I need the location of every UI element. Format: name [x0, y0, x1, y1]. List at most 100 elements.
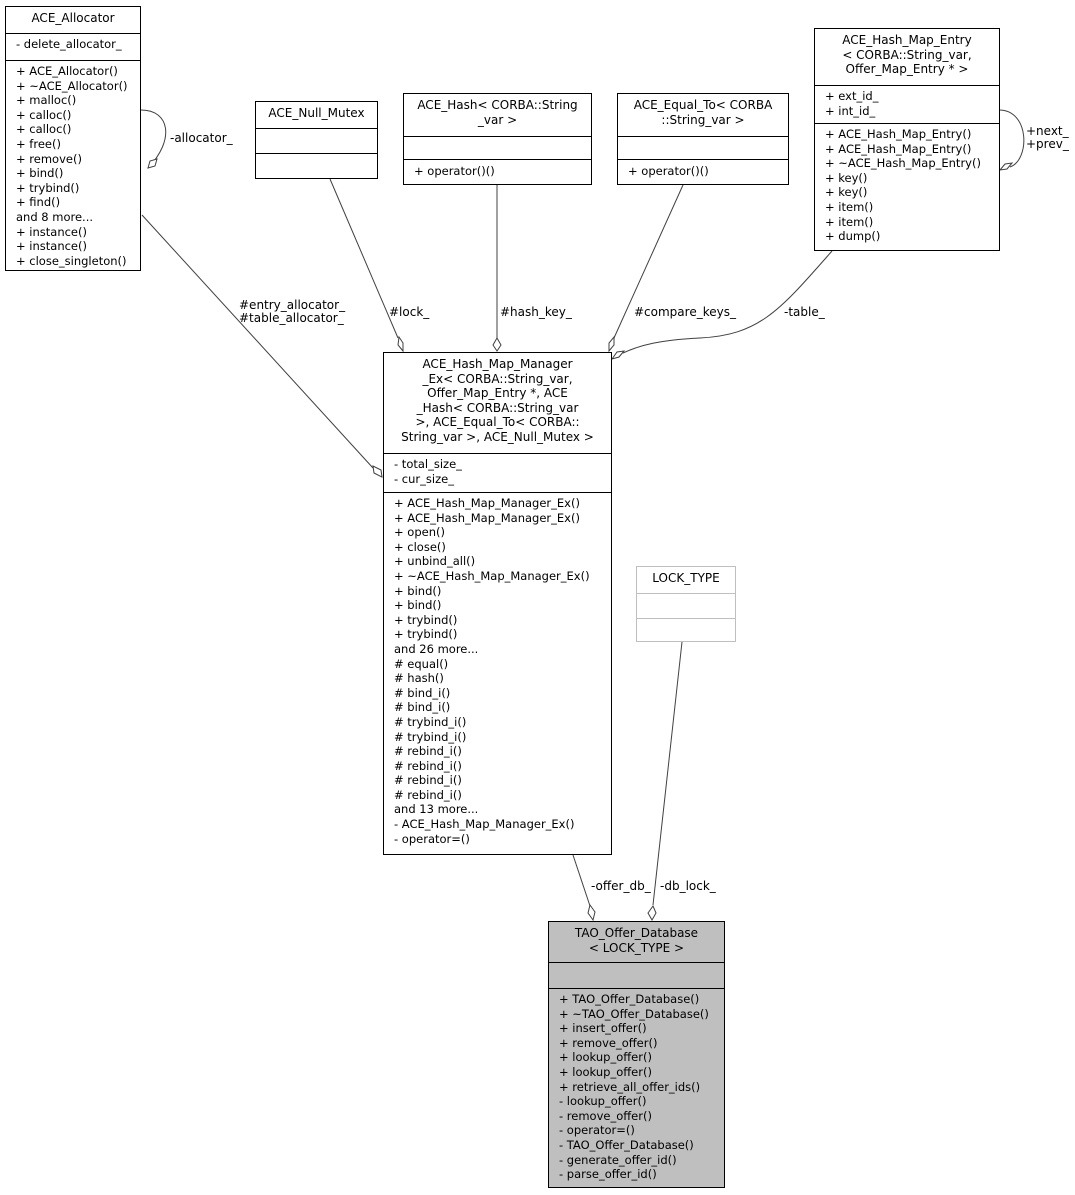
method: # rebind_i() [394, 744, 462, 759]
method: # hash() [394, 671, 444, 686]
attribute-list [404, 136, 591, 159]
method: + ACE_Hash_Map_Manager_Ex() [394, 496, 580, 510]
diamond-compare-keys [608, 335, 615, 353]
method: + free() [16, 136, 61, 151]
method: + instance() [16, 224, 87, 239]
method-list: + ACE_Hash_Map_Entry() + ACE_Hash_Map_En… [815, 123, 999, 247]
method: - operator=() [394, 831, 470, 846]
method: + ACE_Hash_Map_Manager_Ex() [394, 510, 580, 525]
edge-label-compare-keys: #compare_keys_ [634, 305, 736, 319]
method: + close_singleton() [16, 253, 127, 268]
method: + malloc() [16, 93, 77, 108]
method: # bind_i() [394, 700, 451, 715]
attribute-list: + ext_id_ + int_id_ [815, 85, 999, 123]
diamond-lock [397, 335, 404, 353]
edge-db-lock [652, 641, 683, 906]
method: + calloc() [16, 107, 72, 122]
method: + find() [16, 195, 61, 210]
method-list: + ACE_Allocator() + ~ACE_Allocator() + m… [6, 60, 140, 271]
class-title: ACE_Null_Mutex [268, 106, 365, 120]
class-ace-null-mutex: ACE_Null_Mutex [255, 101, 378, 179]
class-title: TAO_Offer_Database < LOCK_TYPE > [574, 926, 699, 955]
method: + instance() [16, 239, 87, 254]
method: + insert_offer() [559, 1021, 647, 1036]
class-title: LOCK_TYPE [652, 571, 720, 585]
method: + calloc() [16, 122, 72, 137]
method: + bind() [394, 598, 442, 613]
attribute-list [618, 136, 788, 159]
method: - operator=() [559, 1123, 635, 1138]
method: + item() [825, 199, 874, 214]
edge-label-allocator: -allocator_ [170, 131, 233, 145]
diamond-hash-key [492, 336, 502, 352]
method: + operator()() [414, 164, 495, 178]
method: + key() [825, 185, 868, 200]
method: + bind() [394, 583, 442, 598]
method: + bind() [16, 166, 64, 181]
attribute-list [637, 593, 735, 618]
class-title: ACE_Hash_Map_Entry < CORBA::String_var, … [842, 33, 972, 76]
method: + TAO_Offer_Database() [559, 992, 700, 1006]
method: + open() [394, 525, 445, 540]
attribute: - cur_size_ [394, 471, 454, 486]
method: + remove() [16, 151, 82, 166]
method: + trybind() [16, 180, 80, 195]
edge-label-entry-table-allocator: #entry_allocator_ #table_allocator_ [239, 298, 346, 325]
attribute-list: - total_size_ - cur_size_ [384, 453, 611, 492]
method: + dump() [825, 229, 881, 244]
method: + ACE_Allocator() [16, 64, 118, 78]
diamond-entry-self [998, 162, 1014, 171]
method-list: + TAO_Offer_Database() + ~TAO_Offer_Data… [549, 988, 724, 1185]
method: # rebind_i() [394, 773, 462, 788]
method: + trybind() [394, 627, 458, 642]
attribute-list: - delete_allocator_ [6, 33, 140, 60]
method: # equal() [394, 656, 449, 671]
method: + retrieve_all_offer_ids() [559, 1079, 701, 1094]
diamond-db-lock [647, 904, 657, 922]
edge-label-next-prev: +next_ +prev_ [1026, 124, 1069, 151]
method: - parse_offer_id() [559, 1167, 657, 1182]
attribute: + int_id_ [825, 103, 876, 118]
method: + ~ACE_Hash_Map_Manager_Ex() [394, 568, 590, 583]
method-list: + ACE_Hash_Map_Manager_Ex() + ACE_Hash_M… [384, 492, 611, 849]
attribute-list [256, 128, 377, 153]
attribute-list [549, 962, 724, 988]
edge-label-offer-db: -offer_db_ [591, 879, 651, 893]
method: + ~TAO_Offer_Database() [559, 1006, 709, 1021]
method: # rebind_i() [394, 787, 462, 802]
edge-lock [329, 178, 399, 339]
method: # bind_i() [394, 685, 451, 700]
edge-offer-db [572, 854, 591, 907]
attribute: + ext_id_ [825, 89, 879, 103]
diamond-entry-table-allocator [372, 465, 383, 478]
method: + lookup_offer() [559, 1064, 652, 1079]
method: # trybind_i() [394, 729, 467, 744]
method: + ACE_Hash_Map_Entry() [825, 141, 972, 156]
method: - lookup_offer() [559, 1094, 647, 1109]
method: + unbind_all() [394, 554, 476, 569]
attribute: - total_size_ [394, 457, 462, 471]
class-ace-allocator: ACE_Allocator - delete_allocator_ + ACE_… [5, 6, 141, 271]
class-ace-hash: ACE_Hash< CORBA::String _var > + operato… [403, 93, 592, 185]
method-list [637, 618, 735, 642]
method: and 8 more... [16, 209, 94, 224]
method: + lookup_offer() [559, 1050, 652, 1065]
edge-allocator-self [140, 109, 167, 169]
class-ace-equal-to: ACE_Equal_To< CORBA ::String_var > + ope… [617, 93, 789, 185]
method-list [256, 153, 377, 178]
method: - generate_offer_id() [559, 1152, 677, 1167]
class-lock-type: LOCK_TYPE [636, 566, 736, 642]
method: + remove_offer() [559, 1035, 658, 1050]
edge-table [622, 250, 833, 354]
method-list: + operator()() [618, 159, 788, 182]
method: + ~ACE_Allocator() [16, 78, 128, 93]
diamond-allocator-self [147, 158, 158, 169]
edge-entry-table-allocator [141, 214, 374, 469]
edge-label-lock: #lock_ [389, 305, 430, 319]
method: - ACE_Hash_Map_Manager_Ex() [394, 817, 575, 832]
method: + item() [825, 214, 874, 229]
method-list: + operator()() [404, 159, 591, 182]
edge-compare-keys [613, 184, 684, 339]
